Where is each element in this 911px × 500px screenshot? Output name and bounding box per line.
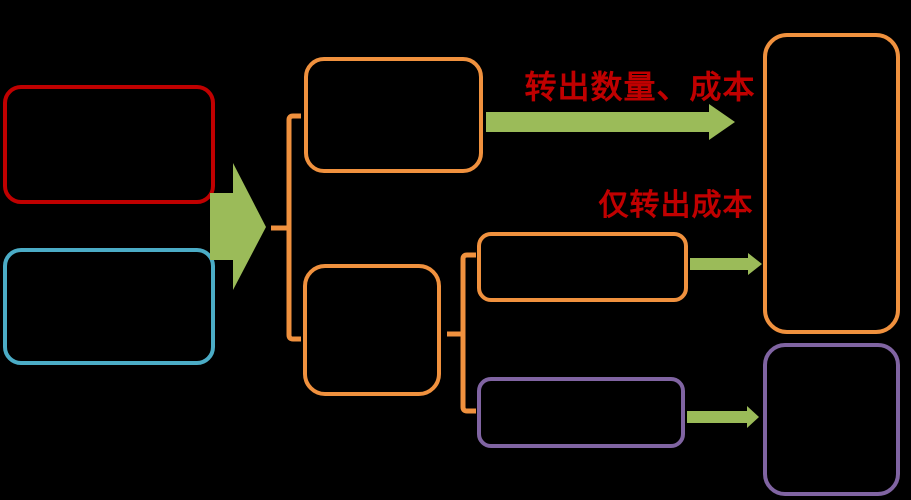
node-sub-bottom [477,377,685,448]
node-branch-top [304,57,483,173]
big-merge-arrow-icon [210,163,266,290]
arrow-label-qty-cost: 转出数量、成本 [524,68,756,106]
arrow-bottom-transfer-icon [687,406,759,428]
bracket-level2-icon [447,252,476,414]
node-sub-top [477,232,688,302]
node-target-main [763,33,900,334]
node-source-red [3,85,215,204]
arrow-cost-only-icon [690,253,762,275]
arrow-qty-cost-icon [486,104,735,140]
bracket-level1-icon [271,113,301,342]
node-source-blue [3,248,215,365]
arrow-label-cost-only: 仅转出成本 [598,188,754,223]
node-branch-bottom [303,264,441,396]
node-target-secondary [763,343,900,496]
